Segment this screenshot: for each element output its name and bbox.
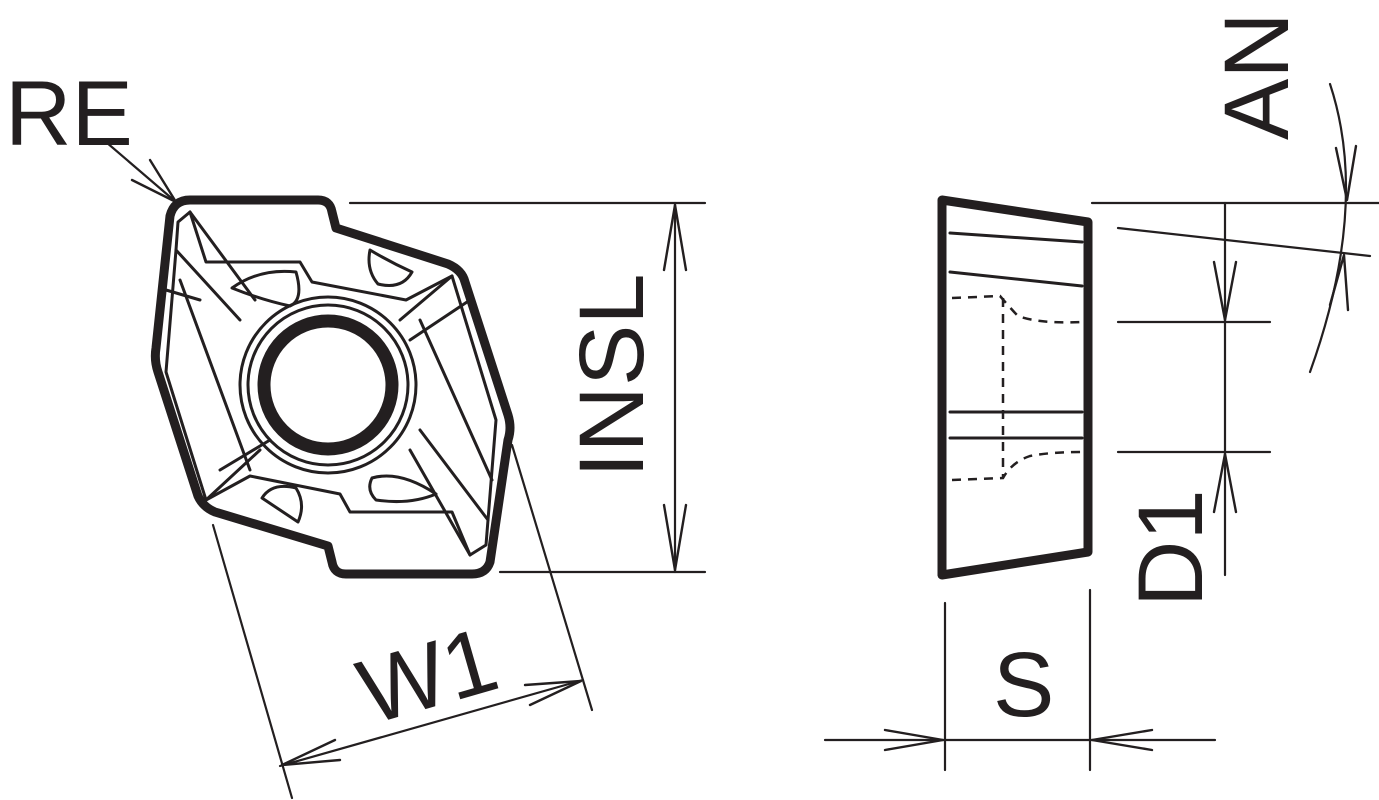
- insl-arrow-top: [662, 203, 688, 272]
- side-line: [948, 231, 1084, 244]
- re-dimension: RE: [5, 63, 178, 204]
- facet-line: [164, 288, 202, 302]
- s-arrow-right: [1090, 728, 1154, 752]
- facet-line: [204, 448, 262, 502]
- an-arrow-top: [1334, 144, 1358, 202]
- side-outline: [937, 195, 1093, 580]
- an-arc: [1308, 82, 1348, 374]
- chip-pocket: [260, 484, 303, 524]
- re-leader: [104, 140, 178, 204]
- d1-dimension: D1: [1116, 201, 1272, 607]
- w1-arrow-right: [523, 679, 583, 707]
- chip-pocket: [368, 474, 438, 503]
- insl-arrow-bottom: [662, 503, 688, 572]
- facet-line: [408, 448, 472, 557]
- w1-extension-left: [211, 523, 294, 800]
- w1-extension-right: [510, 443, 594, 712]
- an-angle-line: [1116, 226, 1372, 258]
- facet-line: [398, 274, 454, 322]
- facet-line: [418, 318, 494, 482]
- s-dimension: S: [823, 588, 1217, 772]
- d1-arrow-bottom: [1212, 452, 1238, 514]
- facet-line: [178, 278, 252, 472]
- facet-line: [188, 210, 257, 302]
- facet-line: [418, 428, 490, 522]
- side-line: [948, 270, 1084, 288]
- hole-counterbore: [238, 295, 418, 475]
- hidden-hole-top: [951, 294, 1083, 324]
- hidden-hole-bottom: [951, 450, 1083, 482]
- chip-pocket: [367, 248, 414, 287]
- insert-top-view: [150, 195, 515, 579]
- insl-label: INSL: [561, 273, 663, 478]
- d1-arrow-top: [1212, 260, 1238, 322]
- w1-dimension: W1: [211, 443, 594, 800]
- chip-pocket: [230, 269, 301, 308]
- s-label: S: [993, 634, 1054, 736]
- re-arrowhead: [130, 158, 178, 204]
- hole-counterbore-inner: [246, 303, 410, 467]
- an-label: AN: [1206, 12, 1308, 140]
- an-arrow-bottom: [1328, 253, 1350, 312]
- insert-side-view: [937, 195, 1093, 580]
- an-dimension: AN: [1090, 12, 1379, 374]
- w1-arrow-left: [280, 738, 342, 767]
- center-hole: [257, 314, 399, 456]
- d1-label: D1: [1120, 489, 1222, 607]
- facet-line: [174, 248, 242, 322]
- w1-dimension-line: [278, 678, 585, 768]
- facet-line: [408, 298, 472, 342]
- w1-label: W1: [347, 608, 508, 744]
- insert-outline: [150, 195, 515, 579]
- insert-inner-facet: [164, 210, 498, 557]
- insl-dimension: INSL: [348, 201, 707, 574]
- s-arrow-left: [883, 728, 945, 752]
